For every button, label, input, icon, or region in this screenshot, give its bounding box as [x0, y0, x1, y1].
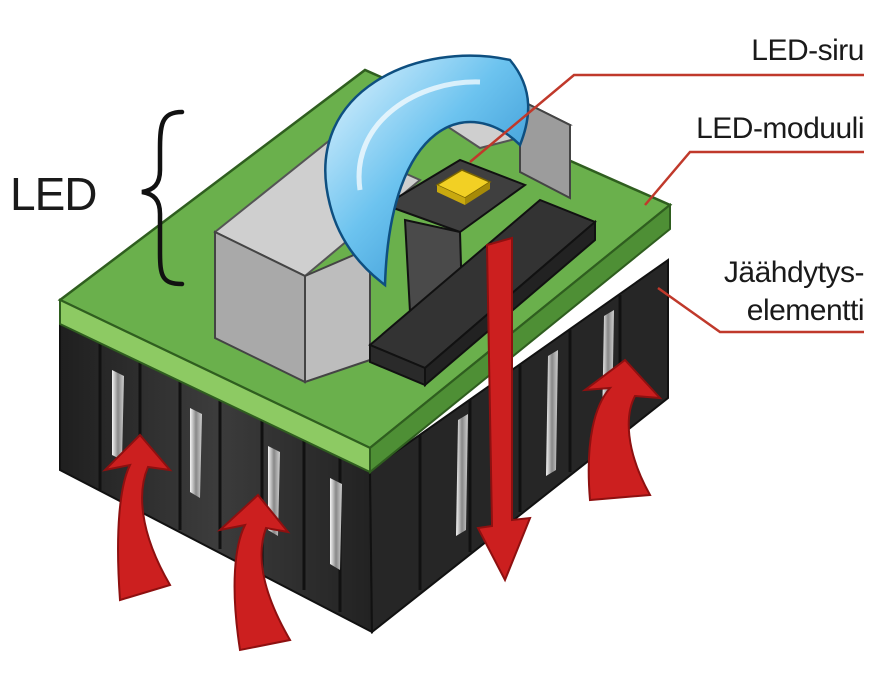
curved-arrow-1 [101, 433, 173, 602]
board-right-edge [369, 202, 671, 475]
chip-side [465, 182, 490, 205]
leader-chip [469, 73, 864, 163]
heatsink-label-line2: elementti [747, 294, 864, 327]
led-module-label: LED-moduuli [696, 112, 864, 145]
led-chip [435, 169, 492, 205]
led-label: LED [10, 168, 96, 220]
down-arrow [476, 236, 532, 583]
leader-heatsink [657, 286, 864, 334]
led-chip-label: LED-siru [751, 34, 864, 67]
airflow-arrows [101, 236, 663, 652]
housing-side-right [519, 98, 571, 200]
curved-arrow-2 [216, 493, 292, 652]
leader-lines [469, 73, 864, 334]
curved-arrow-3 [581, 358, 663, 502]
heatsink [59, 258, 669, 635]
chip-front [437, 185, 465, 205]
heatsink-fins-right [418, 295, 622, 590]
heatsink-label-line1: Jäähdytys- [724, 256, 864, 289]
heatsink-slots-front [112, 370, 342, 570]
leader-module [644, 150, 864, 206]
led-lens [324, 54, 530, 288]
lens-arc [324, 54, 530, 288]
lens-highlight [356, 79, 481, 191]
led-brace [141, 109, 185, 287]
